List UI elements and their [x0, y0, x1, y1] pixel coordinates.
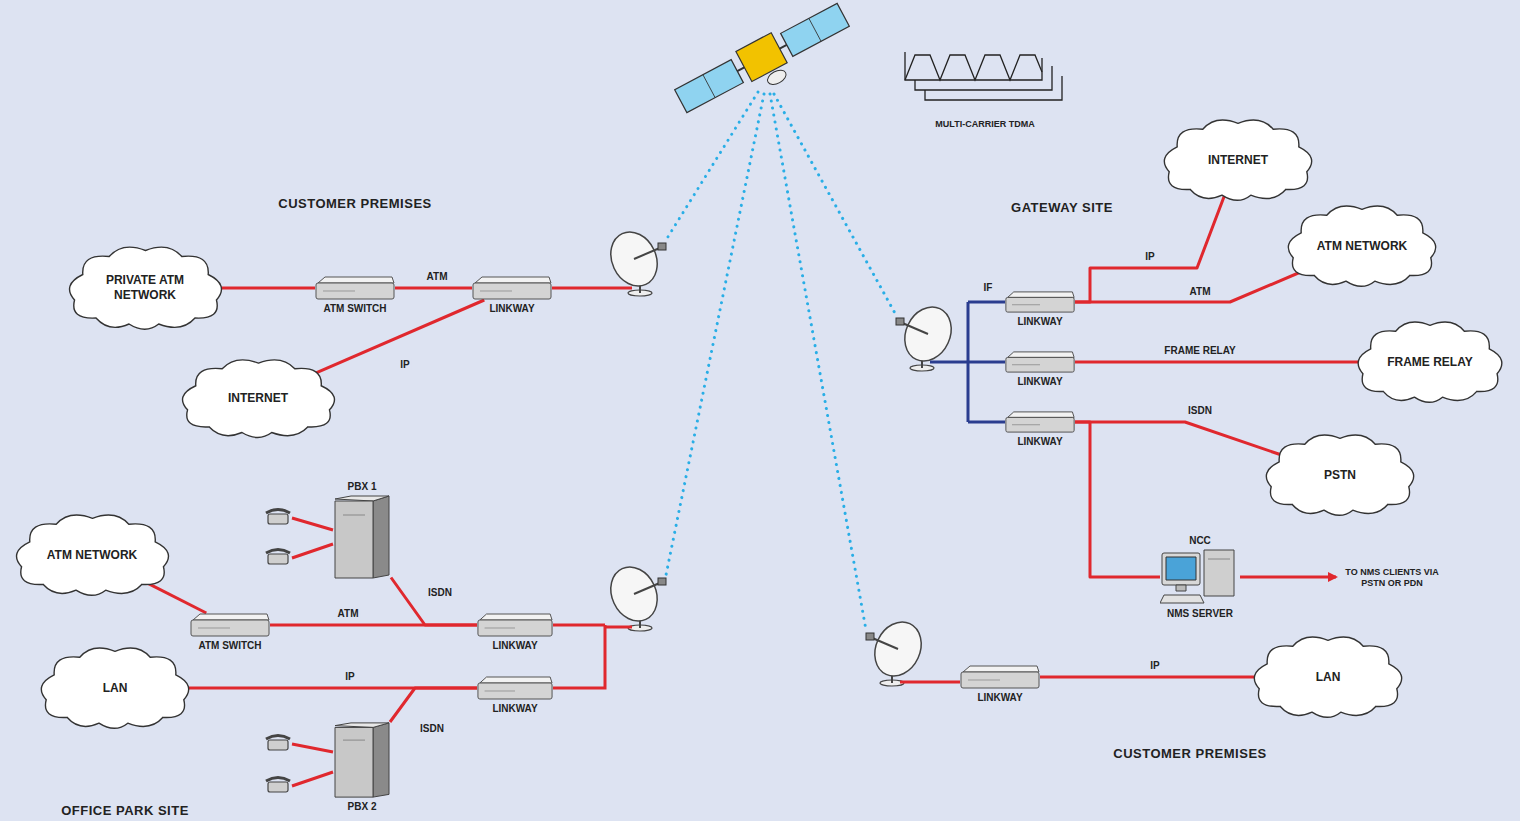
network-cloud: LAN	[35, 644, 195, 732]
device-label: LINKWAY	[1017, 316, 1062, 327]
network-cloud: INTERNET	[176, 356, 341, 441]
site-label: CUSTOMER PREMISES	[278, 196, 431, 211]
satellite-links	[666, 92, 896, 630]
network-cloud: ATM NETWORK	[10, 511, 175, 599]
cloud-label: ATM NETWORK	[47, 548, 137, 563]
cloud-label: PRIVATE ATM NETWORK	[97, 273, 193, 303]
network-device: LINKWAY	[960, 665, 1040, 689]
device-label: LINKWAY	[1017, 376, 1062, 387]
device-label: ATM SWITCH	[198, 640, 261, 651]
link-label: ISDN	[418, 723, 446, 734]
device-label: NMS SERVER	[1167, 608, 1233, 619]
network-device: LINKWAY	[477, 676, 553, 700]
link-label: ATM	[425, 271, 450, 282]
link-label: IP	[398, 359, 411, 370]
link-label: ATM	[1188, 286, 1213, 297]
pbx-cabinet	[333, 722, 391, 798]
link-line	[1075, 361, 1360, 364]
device-label: PBX 2	[348, 801, 377, 812]
linkway-unit	[1005, 351, 1075, 373]
linkway-unit	[477, 613, 553, 637]
if-wiring	[930, 302, 1005, 422]
device-label: LINKWAY	[1017, 436, 1062, 447]
site-label: CUSTOMER PREMISES	[1113, 746, 1266, 761]
network-cloud: LAN	[1248, 633, 1408, 721]
device-label: NCC	[1189, 535, 1211, 546]
device-label: LINKWAY	[492, 640, 537, 651]
link-line	[1075, 270, 1307, 303]
tdma-symbol	[905, 52, 1062, 100]
satellite	[672, 0, 857, 128]
network-device: ATM SWITCH	[315, 276, 395, 300]
link-line	[391, 578, 477, 626]
pbx-unit: PBX 1	[333, 495, 391, 579]
network-cloud: PSTN	[1260, 431, 1420, 519]
network-device: LINKWAY	[1005, 411, 1075, 433]
linkway-unit	[315, 276, 395, 300]
device-label: LINKWAY	[489, 303, 534, 314]
pbx-cabinet	[333, 495, 391, 579]
linkway-unit	[190, 613, 270, 637]
linkway-unit	[472, 276, 552, 300]
site-label: IF	[984, 282, 993, 293]
link-line	[144, 581, 206, 613]
network-device: LINKWAY	[477, 613, 553, 637]
nms-server: NCCNMS SERVER	[1160, 549, 1240, 605]
linkway-unit	[960, 665, 1040, 689]
site-label: OFFICE PARK SITE	[61, 803, 189, 818]
link-line	[313, 300, 484, 374]
link-line	[1040, 676, 1256, 679]
link-line	[1075, 422, 1160, 577]
link-line	[395, 287, 472, 290]
cloud-label: PSTN	[1324, 468, 1356, 483]
link-label: IP	[343, 671, 356, 682]
network-device: ATM SWITCH	[190, 613, 270, 637]
cloud-label: INTERNET	[1208, 153, 1268, 168]
site-label: GATEWAY SITE	[1011, 200, 1113, 215]
cloud-label: ATM NETWORK	[1317, 239, 1407, 254]
link-label: IP	[1148, 660, 1161, 671]
nms-computer	[1160, 549, 1240, 605]
device-label: ATM SWITCH	[323, 303, 386, 314]
linkway-unit	[1005, 291, 1075, 313]
network-cloud: FRAME RELAY	[1352, 318, 1508, 406]
network-cloud: INTERNET	[1158, 116, 1318, 204]
link-label: IP	[1143, 251, 1156, 262]
device-label: PBX 1	[348, 481, 377, 492]
network-cloud: ATM NETWORK	[1282, 202, 1442, 290]
site-label: MULTI-CARRIER TDMA	[935, 119, 1034, 129]
device-label: LINKWAY	[977, 692, 1022, 703]
cloud-label: LAN	[1316, 670, 1341, 685]
cloud-label: INTERNET	[228, 391, 288, 406]
link-line	[1075, 422, 1280, 455]
site-label: TO NMS CLIENTS VIA PSTN OR PDN	[1345, 567, 1440, 589]
telephones	[266, 510, 290, 793]
link-line	[219, 287, 315, 290]
network-device: LINKWAY	[1005, 351, 1075, 373]
link-label: ISDN	[1186, 405, 1214, 416]
dishes	[602, 224, 960, 686]
device-label: LINKWAY	[492, 703, 537, 714]
network-cloud: PRIVATE ATM NETWORK	[63, 243, 228, 333]
network-device: LINKWAY	[1005, 291, 1075, 313]
cloud-label: FRAME RELAY	[1387, 355, 1473, 370]
link-label: ISDN	[426, 587, 454, 598]
linkway-unit	[477, 676, 553, 700]
pbx-unit: PBX 2	[333, 722, 391, 798]
link-line	[390, 688, 477, 722]
linkway-unit	[1005, 411, 1075, 433]
link-label: ATM	[336, 608, 361, 619]
network-device: LINKWAY	[472, 276, 552, 300]
cloud-label: LAN	[103, 681, 128, 696]
link-label: FRAME RELAY	[1162, 345, 1237, 356]
